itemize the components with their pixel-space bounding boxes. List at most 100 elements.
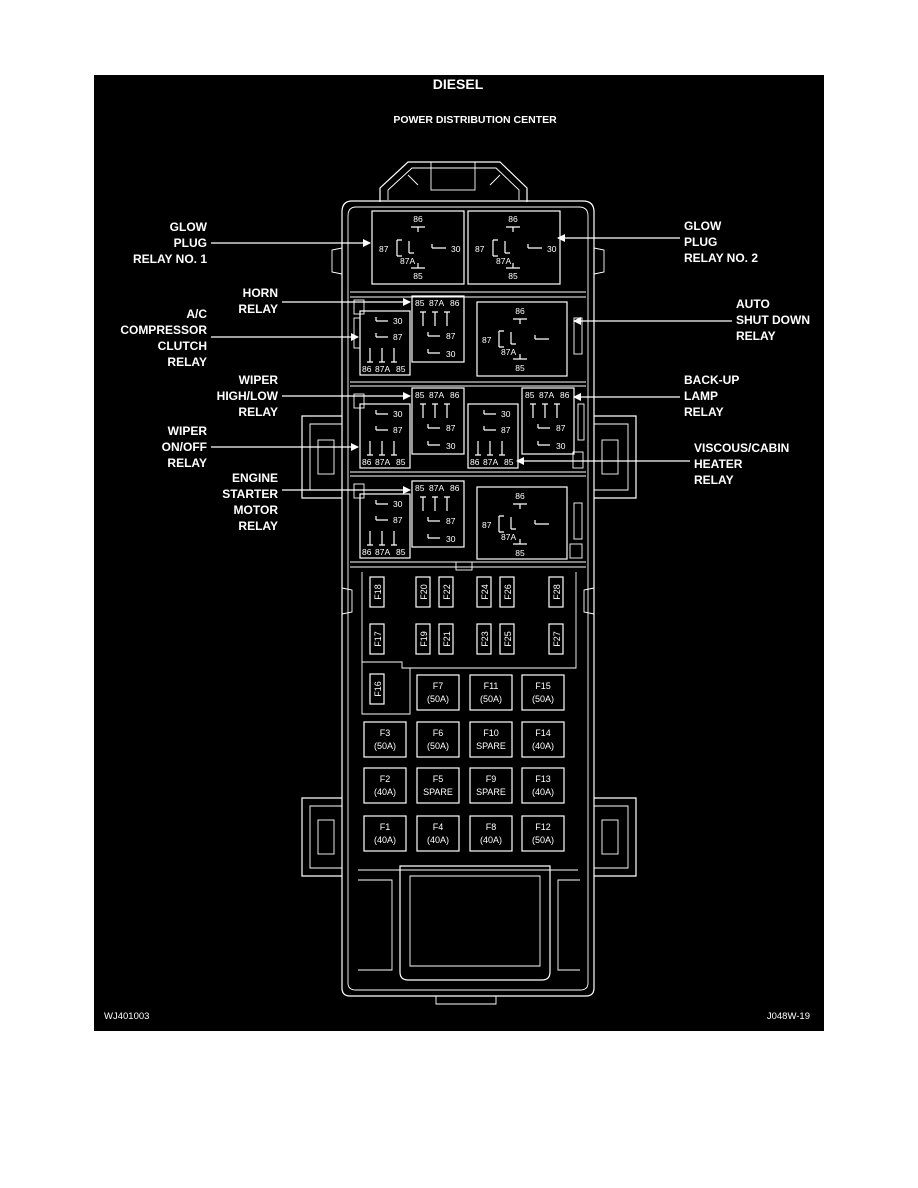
callout-backup-lamp-relay: BACK-UP LAMP RELAY bbox=[573, 373, 739, 419]
fuse-f20: F20 bbox=[415, 576, 431, 608]
svg-text:GLOW: GLOW bbox=[170, 220, 208, 234]
callout-glow-plug-relay-1: GLOW PLUG RELAY NO. 1 bbox=[133, 220, 371, 266]
svg-text:(40A): (40A) bbox=[374, 835, 396, 845]
svg-text:87A: 87A bbox=[429, 483, 444, 493]
svg-text:F2: F2 bbox=[380, 774, 391, 784]
svg-text:85: 85 bbox=[415, 298, 425, 308]
diagram-title: DIESEL bbox=[433, 76, 484, 92]
svg-text:30: 30 bbox=[547, 244, 557, 254]
svg-text:AUTO: AUTO bbox=[736, 297, 770, 311]
svg-text:(40A): (40A) bbox=[427, 835, 449, 845]
svg-text:30: 30 bbox=[446, 349, 456, 359]
callout-ac-compressor-clutch-relay: A/C COMPRESSOR CLUTCH RELAY bbox=[120, 307, 359, 369]
fuse-f14: F14(40A) bbox=[521, 721, 565, 758]
svg-text:87: 87 bbox=[446, 423, 456, 433]
svg-text:F22: F22 bbox=[442, 584, 452, 600]
fuse-f7: F7(50A) bbox=[416, 674, 460, 711]
svg-text:85: 85 bbox=[508, 271, 518, 281]
maxi-fuse-block: F7(50A) F11(50A) F15(50A) F3(50A) F6(50A… bbox=[363, 674, 565, 852]
wiper-high-low-relay: 85 87A 86 87 30 bbox=[411, 387, 465, 455]
fuse-f17: F17 bbox=[369, 623, 385, 655]
svg-text:(50A): (50A) bbox=[427, 694, 449, 704]
svg-text:(40A): (40A) bbox=[480, 835, 502, 845]
svg-text:30: 30 bbox=[446, 534, 456, 544]
svg-text:(50A): (50A) bbox=[532, 835, 554, 845]
svg-text:(40A): (40A) bbox=[532, 787, 554, 797]
svg-text:SPARE: SPARE bbox=[476, 741, 506, 751]
svg-text:WIPER: WIPER bbox=[239, 373, 279, 387]
svg-text:RELAY NO. 2: RELAY NO. 2 bbox=[684, 251, 758, 265]
svg-text:F11: F11 bbox=[484, 681, 499, 691]
svg-text:87A: 87A bbox=[501, 347, 516, 357]
svg-text:RELAY: RELAY bbox=[736, 329, 776, 343]
svg-text:F23: F23 bbox=[480, 631, 490, 647]
svg-text:87A: 87A bbox=[429, 390, 444, 400]
fuse-f3: F3(50A) bbox=[363, 721, 407, 758]
glow-plug-relay-2: 86 87 87A 30 85 bbox=[467, 210, 561, 285]
svg-text:F18: F18 bbox=[373, 584, 383, 600]
svg-text:85: 85 bbox=[515, 363, 525, 373]
fuse-f28: F28 bbox=[548, 576, 564, 608]
svg-text:87: 87 bbox=[393, 515, 403, 525]
svg-text:F21: F21 bbox=[442, 631, 452, 647]
svg-text:ENGINE: ENGINE bbox=[232, 471, 278, 485]
callout-glow-plug-relay-2: GLOW PLUG RELAY NO. 2 bbox=[557, 219, 758, 265]
svg-text:F25: F25 bbox=[503, 631, 513, 647]
svg-text:(40A): (40A) bbox=[374, 787, 396, 797]
svg-text:87: 87 bbox=[446, 516, 456, 526]
fuse-f2: F2 (40A) bbox=[363, 767, 407, 804]
fuse-f21: F21 bbox=[438, 623, 454, 655]
svg-text:F6: F6 bbox=[433, 728, 444, 738]
svg-text:30: 30 bbox=[393, 499, 403, 509]
svg-text:F16: F16 bbox=[373, 681, 383, 697]
svg-text:F19: F19 bbox=[419, 631, 429, 647]
svg-text:86: 86 bbox=[362, 547, 372, 557]
svg-text:87A: 87A bbox=[429, 298, 444, 308]
pdc-housing bbox=[301, 161, 637, 1005]
viscous-cabin-heater-relay: 30 87 86 87A 85 bbox=[467, 403, 584, 469]
svg-text:CLUTCH: CLUTCH bbox=[158, 339, 207, 353]
svg-text:87: 87 bbox=[482, 520, 492, 530]
svg-text:RELAY: RELAY bbox=[167, 355, 207, 369]
svg-text:86: 86 bbox=[515, 306, 525, 316]
wiper-on-off-relay: 30 87 86 87A 85 bbox=[353, 393, 411, 469]
svg-text:87A: 87A bbox=[375, 364, 390, 374]
svg-text:86: 86 bbox=[508, 214, 518, 224]
svg-text:F24: F24 bbox=[480, 584, 490, 600]
callout-wiper-on-off-relay: WIPER ON/OFF RELAY bbox=[162, 424, 359, 470]
footer-right-code: J048W-19 bbox=[767, 1011, 810, 1022]
fuse-f19: F19 bbox=[415, 623, 431, 655]
fuse-f18: F18 bbox=[369, 576, 385, 608]
svg-text:87: 87 bbox=[556, 423, 566, 433]
svg-text:85: 85 bbox=[396, 364, 406, 374]
svg-text:F20: F20 bbox=[419, 584, 429, 600]
auto-shutdown-relay: 86 87 87A 85 bbox=[476, 301, 583, 377]
svg-text:VISCOUS/CABIN: VISCOUS/CABIN bbox=[694, 441, 789, 455]
svg-text:RELAY: RELAY bbox=[167, 456, 207, 470]
svg-text:LAMP: LAMP bbox=[684, 389, 718, 403]
svg-text:87: 87 bbox=[393, 425, 403, 435]
callout-viscous-cabin-heater-relay: VISCOUS/CABIN HEATER RELAY bbox=[516, 441, 789, 487]
svg-text:86: 86 bbox=[362, 364, 372, 374]
svg-text:86: 86 bbox=[470, 457, 480, 467]
svg-text:RELAY: RELAY bbox=[684, 405, 724, 419]
fuse-f25: F25 bbox=[499, 623, 515, 655]
svg-text:85: 85 bbox=[504, 457, 514, 467]
horn-relay: 85 87A 86 87 30 bbox=[411, 295, 465, 363]
svg-text:87A: 87A bbox=[496, 256, 511, 266]
svg-text:F13: F13 bbox=[535, 774, 551, 784]
svg-text:SPARE: SPARE bbox=[476, 787, 506, 797]
svg-text:STARTER: STARTER bbox=[222, 487, 278, 501]
svg-text:87A: 87A bbox=[375, 457, 390, 467]
svg-text:87A: 87A bbox=[539, 390, 554, 400]
svg-text:(50A): (50A) bbox=[480, 694, 502, 704]
svg-text:F28: F28 bbox=[552, 584, 562, 600]
svg-text:86: 86 bbox=[450, 298, 460, 308]
fuse-f22: F22 bbox=[438, 576, 454, 608]
svg-text:85: 85 bbox=[396, 547, 406, 557]
svg-text:F9: F9 bbox=[486, 774, 497, 784]
callout-auto-shutdown-relay: AUTO SHUT DOWN RELAY bbox=[573, 297, 810, 343]
svg-text:F26: F26 bbox=[503, 584, 513, 600]
fuse-f8: F8(40A) bbox=[469, 815, 513, 852]
